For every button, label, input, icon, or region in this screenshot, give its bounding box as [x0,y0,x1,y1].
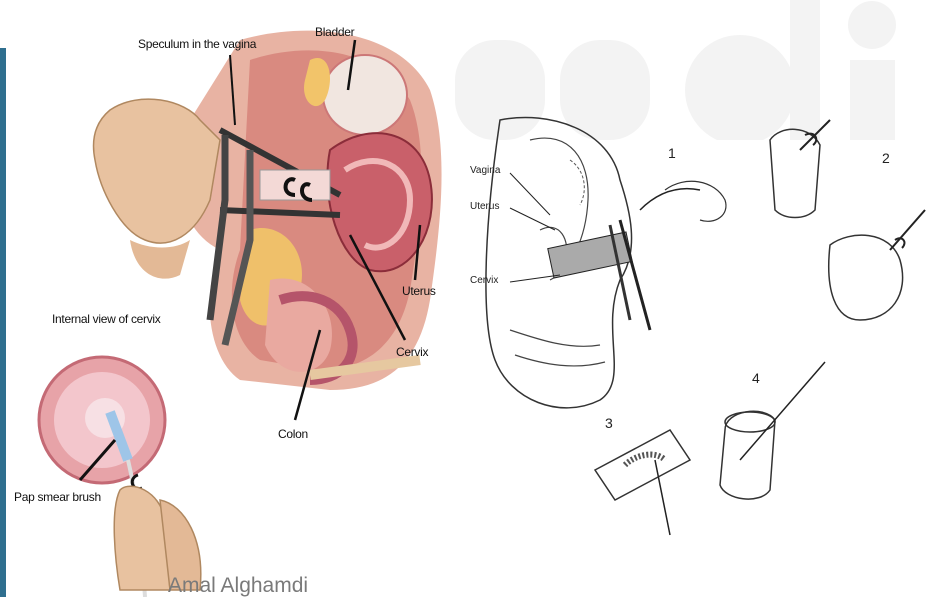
step-number-3: 3 [605,415,613,431]
step-number-2: 2 [882,150,890,166]
step-number-1: 1 [668,145,676,161]
label-colon: Colon [278,427,308,441]
author-name: Amal Alghamdi [168,574,308,598]
label-vagina: Vagina [470,165,500,176]
label-pap-brush: Pap smear brush [14,490,101,504]
label-uterus-right: Uterus [470,201,499,212]
label-bladder: Bladder [315,25,354,39]
label-cervix-right: Cervix [470,275,498,286]
anatomy-drawing [10,0,450,597]
accent-side-bar [0,48,6,597]
speculum-anatomy-illustration: Speculum in the vagina Bladder Uterus Ce… [10,0,450,597]
label-cervix: Cervix [396,345,428,359]
label-internal-view: Internal view of cervix [52,312,160,326]
step-number-4: 4 [752,370,760,386]
label-uterus: Uterus [402,284,436,298]
label-speculum: Speculum in the vagina [138,37,256,51]
pap-smear-procedure-line-drawing: Vagina Uterus Cervix 1 2 3 4 [470,100,930,597]
procedure-sketch [470,100,930,597]
